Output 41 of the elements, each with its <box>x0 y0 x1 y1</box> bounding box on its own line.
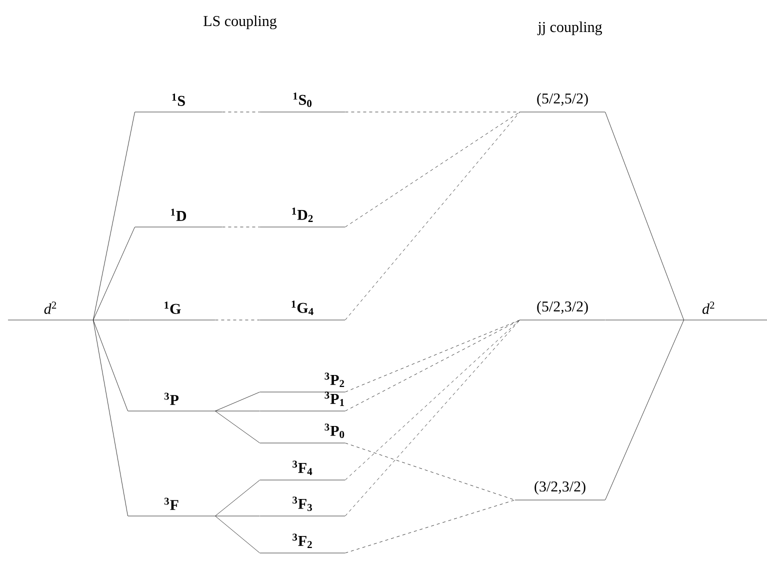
correlation-line <box>215 480 260 516</box>
energy-level: $^{1}$D <box>134 208 222 228</box>
energy-level: $^{3}$P <box>128 392 216 412</box>
energy-level: d$^{2}$ <box>8 302 94 320</box>
correlation-line <box>345 112 520 320</box>
correlation-line <box>215 410 260 444</box>
correlation-line <box>345 320 520 480</box>
correlation-line <box>345 320 520 392</box>
energy-level: $^{3}$F$_{4}$ <box>260 460 346 480</box>
energy-level: $^{3}$F$_{3}$ <box>260 496 346 516</box>
energy-level: $^{1}$S <box>134 94 222 112</box>
correlation-line <box>345 442 515 500</box>
correlation-line <box>605 320 684 500</box>
energy-level: $^{1}$S$_{0}$ <box>260 92 346 112</box>
column-heading: jj coupling <box>537 22 602 36</box>
correlation-line <box>93 320 128 412</box>
correlation-line <box>605 112 684 320</box>
correlation-line <box>222 226 260 228</box>
energy-level: $^{3}$P$_{2}$ <box>260 372 346 392</box>
correlation-line <box>215 516 260 554</box>
energy-level: (3/2,3/2) <box>514 481 606 500</box>
correlation-line <box>345 500 515 554</box>
energy-level: d$^{2}$ <box>684 302 767 320</box>
correlation-line <box>215 410 260 412</box>
energy-level: (5/2,3/2) <box>520 301 606 320</box>
energy-level: (5/2,5/2) <box>520 93 606 112</box>
energy-level: $^{1}$D$_{2}$ <box>260 208 346 228</box>
energy-level: $^{3}$F$_{2}$ <box>260 534 346 554</box>
column-heading: LS coupling <box>204 16 277 30</box>
energy-level: $^{1}$G <box>130 302 216 320</box>
energy-level: $^{3}$P$_{1}$ <box>260 392 346 412</box>
energy-level: $^{3}$F <box>128 498 216 516</box>
energy-level: $^{1}$G$_{4}$ <box>260 300 346 320</box>
correlation-line <box>345 320 520 516</box>
correlation-line <box>345 320 520 412</box>
correlation-line <box>215 392 260 412</box>
correlation-line <box>345 112 520 228</box>
energy-level: $^{3}$P$_{0}$ <box>260 424 346 444</box>
correlation-line <box>93 226 135 320</box>
correlation-line <box>93 320 128 516</box>
correlation-line <box>93 112 135 320</box>
